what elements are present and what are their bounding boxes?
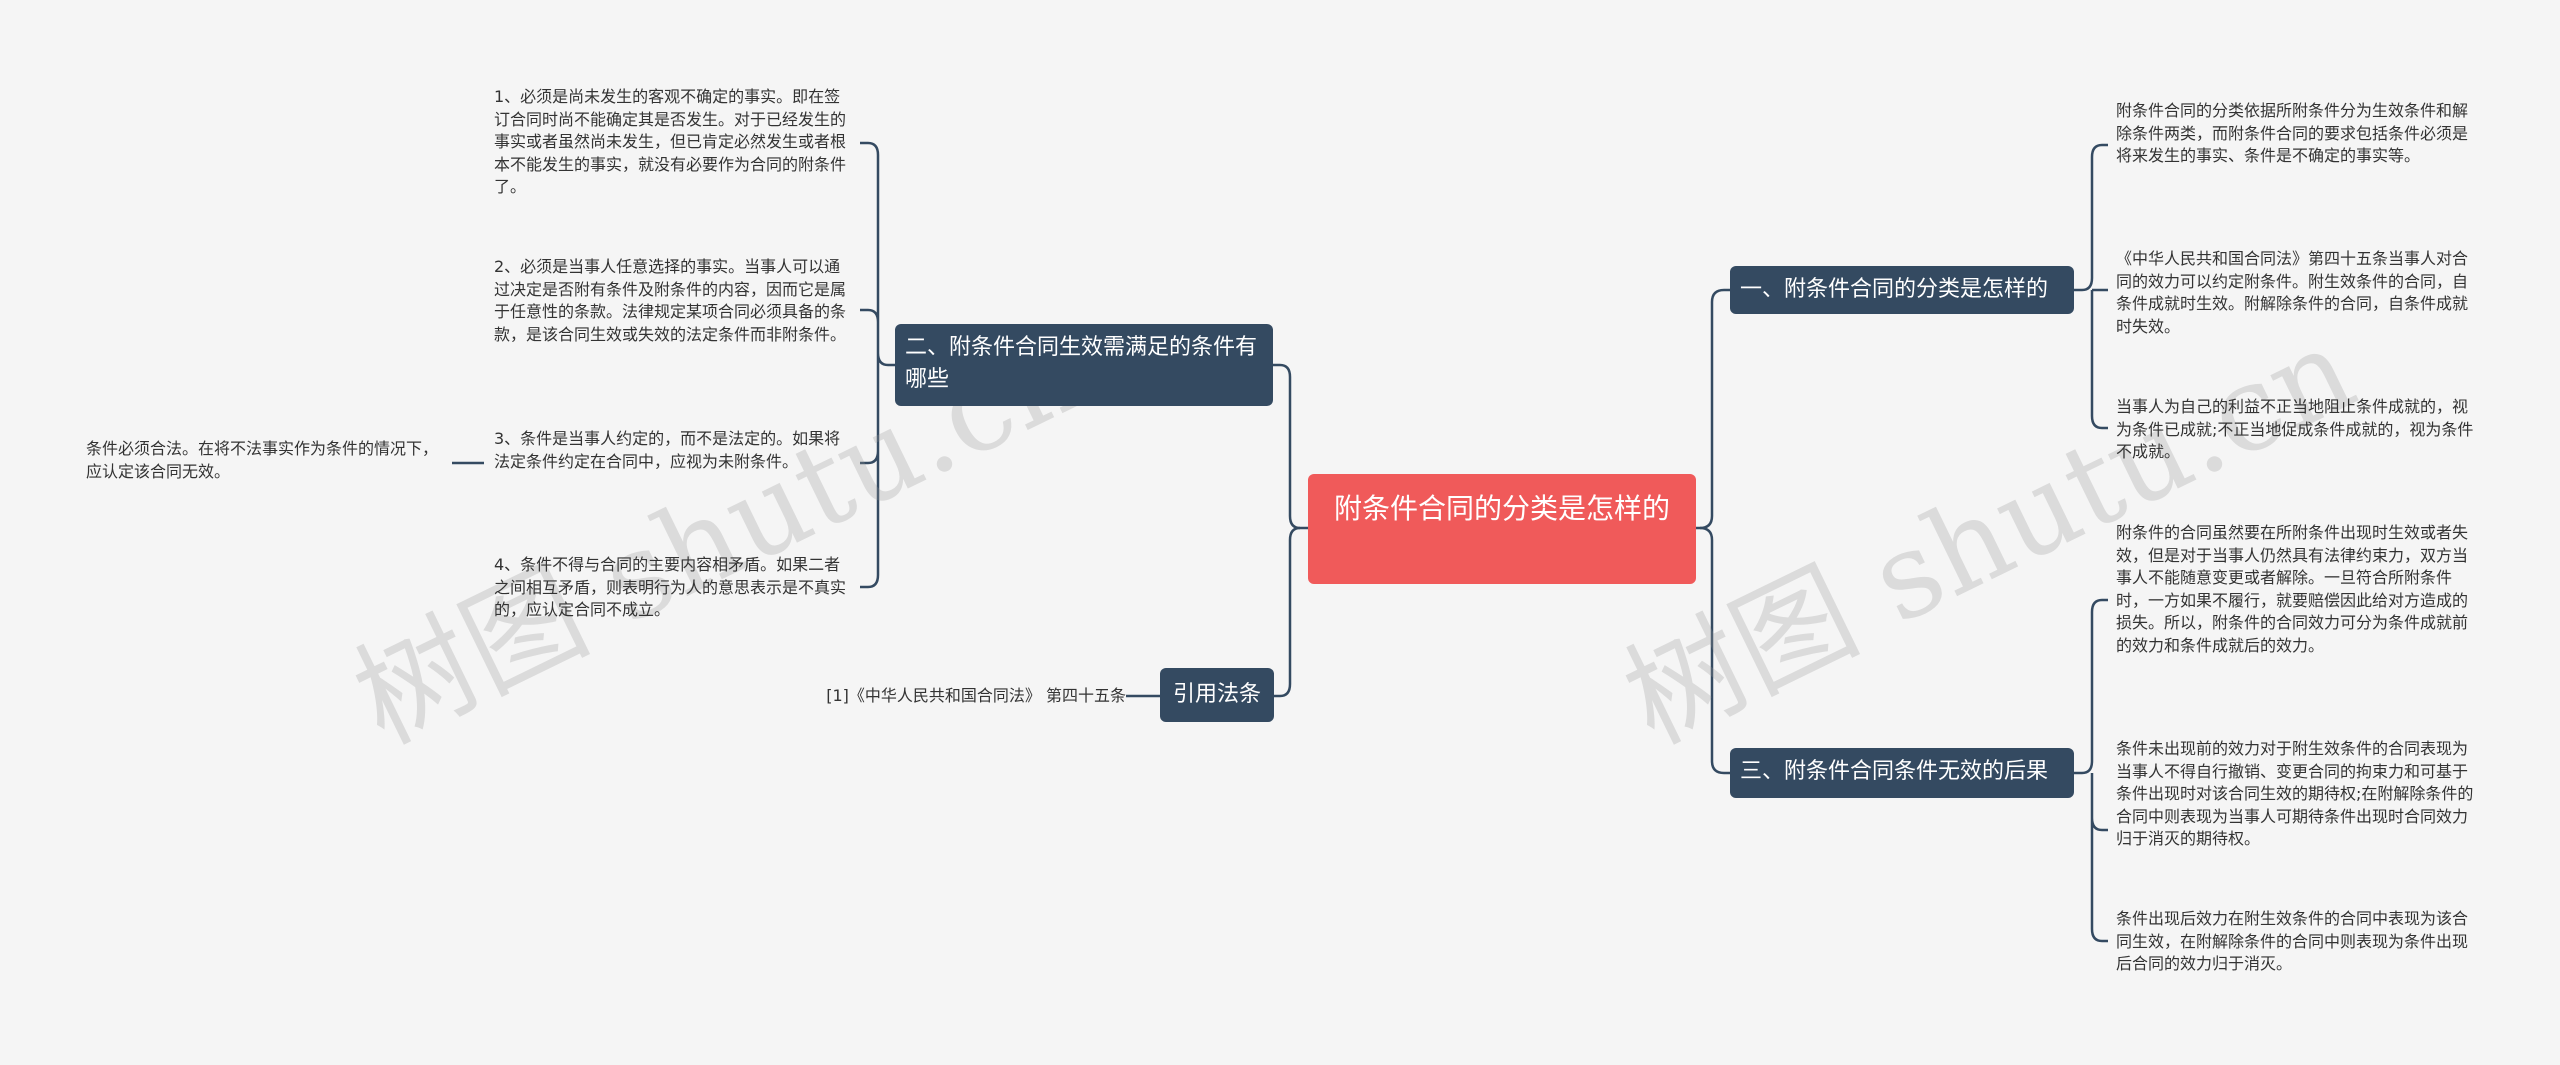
classification-note-2: 《中华人民共和国合同法》第四十五条当事人对合同的效力可以约定附条件。附生效条件的… (2116, 249, 2469, 336)
link-branch-2-notes (860, 141, 896, 589)
branch-citation[interactable]: 引用法条 (1160, 668, 1274, 722)
branch-citation-label: 引用法条 (1172, 682, 1261, 707)
requirements-sub-note: 条件必须合法。在将不法事实作为条件的情况下，应认定该合同无效。 (86, 439, 439, 481)
link-branch-1-notes (2074, 143, 2108, 430)
classification-note-1: 附条件合同的分类依据所附条件分为生效条件和解除条件两类，而附条件合同的要求包括条… (2116, 101, 2469, 165)
consequences-note-3: 条件出现后效力在附生效条件的合同中表现为该合同生效，在附解除条件的合同中则表现为… (2116, 909, 2469, 973)
citation-note: [1]《中华人民共和国合同法》 第四十五条 (826, 686, 1126, 705)
root-node[interactable]: 附条件合同的分类是怎样的 (1308, 474, 1696, 584)
requirements-note-4: 4、条件不得与合同的主要内容相矛盾。如果二者之间相互矛盾，则表明行为人的意思表示… (494, 555, 847, 619)
requirements-note-2: 2、必须是当事人任意选择的事实。当事人可以通过决定是否附有条件及附条件的内容，因… (494, 257, 847, 344)
branch-requirements[interactable]: 二、附条件合同生效需满足的条件有哪些 (895, 324, 1273, 406)
link-root-to-branch-3 (1699, 526, 1732, 775)
requirements-note-3: 3、条件是当事人约定的，而不是法定的。如果将法定条件约定在合同中，应视为未附条件… (494, 429, 841, 471)
consequences-note-2: 条件未出现前的效力对于附生效条件的合同表现为当事人不得自行撤销、变更合同的拘束力… (2116, 739, 2474, 848)
classification-note-3: 当事人为自己的利益不正当地阻止条件成就的，视为条件已成就;不正当地促成条件成就的… (2116, 397, 2474, 461)
branch-classification[interactable]: 一、附条件合同的分类是怎样的 (1730, 266, 2074, 314)
link-root-to-branch-2 (1272, 363, 1308, 530)
branch-consequences-label: 三、附条件合同条件无效的后果 (1740, 759, 2049, 784)
branch-requirements-label: 二、附条件合同生效需满足的条件有哪些 (905, 335, 1258, 392)
link-branch-3-notes (2074, 598, 2108, 943)
consequences-note-1: 附条件的合同虽然要在所附条件出现时生效或者失效，但是对于当事人仍然具有法律约束力… (2116, 523, 2469, 655)
branch-consequences[interactable]: 三、附条件合同条件无效的后果 (1730, 748, 2074, 798)
root-title: 附条件合同的分类是怎样的 (1333, 492, 1670, 525)
requirements-note-1: 1、必须是尚未发生的客观不确定的事实。即在签订合同时尚不能确定其是否发生。对于已… (494, 87, 847, 196)
branch-classification-label: 一、附条件合同的分类是怎样的 (1740, 277, 2049, 302)
link-root-to-citation (1272, 526, 1301, 698)
link-root-to-branch-1 (1692, 288, 1732, 530)
